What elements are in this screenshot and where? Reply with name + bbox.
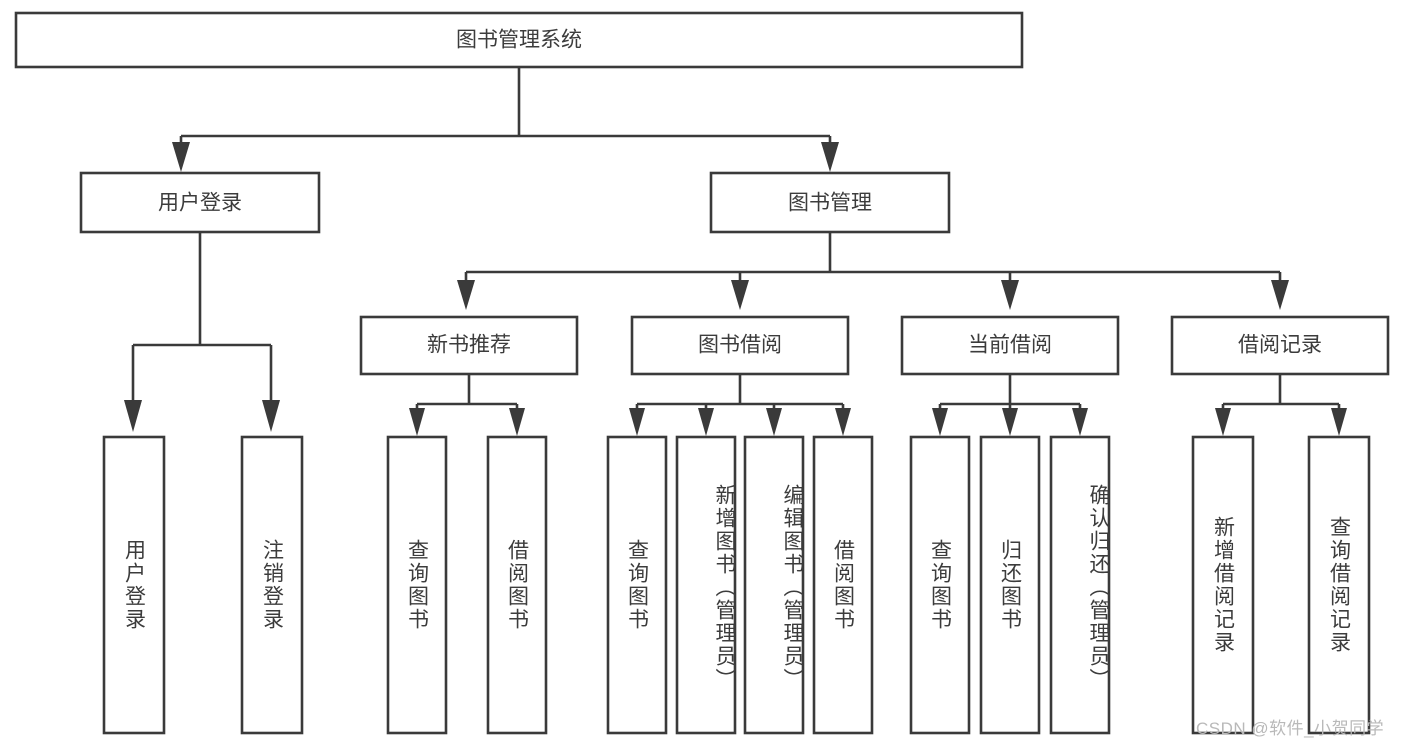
arrow-br-leaf1	[1215, 408, 1231, 436]
leaf-box-borrow-book-2[interactable]	[812, 435, 874, 735]
arrow-borrow-record	[1271, 280, 1289, 310]
new-book-recommend-label: 新书推荐	[427, 334, 511, 357]
leaf-box-logout-login[interactable]	[240, 435, 304, 735]
arrow-leaf-user-login	[124, 400, 142, 432]
arrow-book-borrow	[731, 280, 749, 310]
arrow-user-login	[172, 142, 190, 172]
leaf-box-borrow-book-1[interactable]	[486, 435, 548, 735]
arrow-leaf-logout	[262, 400, 280, 432]
leaf-box-add-record[interactable]	[1191, 435, 1255, 735]
book-manage-box[interactable]	[709, 171, 951, 234]
leaf-box-user-login[interactable]	[102, 435, 166, 735]
arrow-bb-leaf1	[629, 408, 645, 436]
current-borrow-label: 当前借阅	[968, 334, 1052, 357]
node-book-borrow[interactable]: 图书借阅	[630, 315, 850, 376]
current-borrow-box[interactable]	[900, 315, 1120, 376]
user-login-label: 用户登录	[158, 192, 242, 215]
node-borrow-record[interactable]: 借阅记录	[1170, 315, 1390, 376]
arrow-cb-leaf3	[1072, 408, 1088, 436]
borrow-record-label: 借阅记录	[1238, 334, 1322, 357]
leaf-box-query-book-3[interactable]	[909, 435, 971, 735]
arrow-new-book-recommend	[457, 280, 475, 310]
csdn-watermark: CSDN @软件_小贺同学	[1196, 719, 1385, 738]
borrow-record-box[interactable]	[1170, 315, 1390, 376]
leaf-box-query-record[interactable]	[1307, 435, 1371, 735]
arrow-bb-leaf4	[835, 408, 851, 436]
arrow-nb-leaf1	[409, 408, 425, 436]
book-manage-label: 图书管理	[788, 192, 872, 215]
leaf-box-return-book[interactable]	[979, 435, 1041, 735]
arrow-nb-leaf2	[509, 408, 525, 436]
leaf-box-query-book-1[interactable]	[386, 435, 448, 735]
book-borrow-label: 图书借阅	[698, 334, 782, 357]
node-user-login[interactable]: 用户登录	[79, 171, 321, 234]
arrow-br-leaf2	[1331, 408, 1347, 436]
node-new-book-recommend[interactable]: 新书推荐	[359, 315, 579, 376]
arrow-current-borrow	[1001, 280, 1019, 310]
root-box[interactable]	[14, 11, 1024, 69]
arrow-book-manage	[821, 142, 839, 172]
arrow-cb-leaf1	[932, 408, 948, 436]
node-current-borrow[interactable]: 当前借阅	[900, 315, 1120, 376]
new-book-recommend-box[interactable]	[359, 315, 579, 376]
arrow-cb-leaf2	[1002, 408, 1018, 436]
leaf-box-confirm-return[interactable]	[1049, 435, 1111, 735]
node-book-manage[interactable]: 图书管理	[709, 171, 951, 234]
node-root[interactable]: 图书管理系统	[14, 11, 1024, 69]
leaf-box-add-book[interactable]	[675, 435, 737, 735]
arrow-bb-leaf2	[698, 408, 714, 436]
leaf-box-edit-book[interactable]	[743, 435, 805, 735]
leaf-box-query-book-2[interactable]	[606, 435, 668, 735]
root-label: 图书管理系统	[456, 29, 582, 52]
arrow-bb-leaf3	[766, 408, 782, 436]
book-borrow-box[interactable]	[630, 315, 850, 376]
